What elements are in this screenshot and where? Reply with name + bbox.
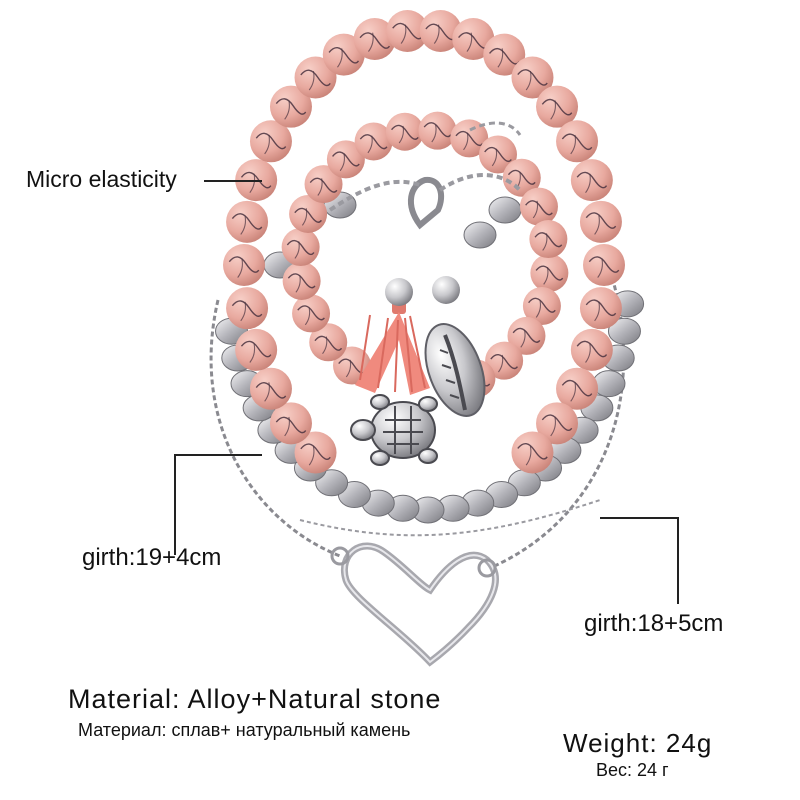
cowrie-shell-charm-icon xyxy=(424,323,486,417)
pink-stone-bead xyxy=(249,120,292,163)
pink-stone-bead xyxy=(226,200,269,243)
pink-stone-bead xyxy=(522,287,561,326)
pink-stone-bead xyxy=(579,287,622,330)
pink-stone-bead xyxy=(579,200,622,243)
pink-stone-bead xyxy=(294,431,337,474)
pink-stone-bead xyxy=(235,328,278,371)
pink-stone-bead xyxy=(570,159,613,202)
pink-stone-bead xyxy=(536,402,579,445)
pink-stone-bead xyxy=(485,341,524,380)
pink-stone-bead xyxy=(519,187,558,226)
callout-lines xyxy=(174,180,679,604)
sequin-disc xyxy=(315,469,349,497)
label-girth-second: girth:18+5cm xyxy=(584,610,724,637)
pink-stone-bead xyxy=(529,220,568,259)
pink-stone-bead xyxy=(530,253,569,292)
sequin-disc xyxy=(592,370,626,398)
pink-stone-bead xyxy=(249,367,292,410)
pink-stone-bead xyxy=(507,316,546,355)
pink-stone-bead xyxy=(354,122,393,161)
pink-stone-bead xyxy=(386,10,429,53)
pink-stone-bead xyxy=(281,228,320,267)
pink-stone-bead xyxy=(478,135,517,174)
pink-stone-bead xyxy=(223,244,265,286)
pink-stone-bead xyxy=(326,140,365,179)
label-micro-elasticity: Micro elasticity xyxy=(26,166,177,192)
label-girth-first: girth:19+4cm xyxy=(82,544,222,571)
label-weight-russian: Вес: 24 г xyxy=(596,760,669,780)
pink-stone-bead xyxy=(304,165,343,204)
pink-stone-bead xyxy=(511,431,554,474)
pink-stone-bead xyxy=(292,294,331,333)
sequin-disc xyxy=(488,196,522,224)
pink-stone-bead xyxy=(450,119,489,158)
pink-stone-bead xyxy=(570,328,613,371)
pink-stone-bead xyxy=(289,194,328,233)
pink-stone-bead xyxy=(322,33,365,76)
pink-stone-bead xyxy=(511,56,554,99)
pink-stone-bead xyxy=(418,111,457,150)
chain-lower xyxy=(299,499,601,537)
label-material-russian: Материал: сплав+ натуральный камень xyxy=(78,720,411,740)
turtle-charm-icon xyxy=(350,394,438,466)
label-weight-english: Weight: 24g xyxy=(563,728,713,758)
sequin-disc xyxy=(463,221,497,249)
pink-stone-bead xyxy=(282,261,321,300)
pink-stone-bead xyxy=(483,33,526,76)
pink-stone-bead xyxy=(269,402,312,445)
label-material-english: Material: Alloy+Natural stone xyxy=(68,684,442,714)
silver-bead xyxy=(432,276,460,304)
pink-stone-bead xyxy=(294,56,337,99)
chain-left xyxy=(209,299,341,558)
pink-stone-bead xyxy=(269,85,312,128)
pink-stone-bead xyxy=(309,323,348,362)
sequin-disc xyxy=(607,317,641,345)
pink-stone-bead xyxy=(556,367,599,410)
pink-stone-bead xyxy=(353,17,396,60)
pink-stone-bead xyxy=(556,120,599,163)
tassel-charm-icon xyxy=(355,300,430,395)
pink-stone-bead xyxy=(226,287,269,330)
outer-bead-bracelet xyxy=(223,10,625,474)
pink-stone-bead xyxy=(385,112,424,151)
silver-bead xyxy=(385,278,413,306)
lobster-clasp-icon xyxy=(328,121,522,230)
inner-bead-bracelet xyxy=(281,111,569,398)
pink-stone-bead xyxy=(583,244,625,286)
pink-stone-bead xyxy=(536,85,579,128)
